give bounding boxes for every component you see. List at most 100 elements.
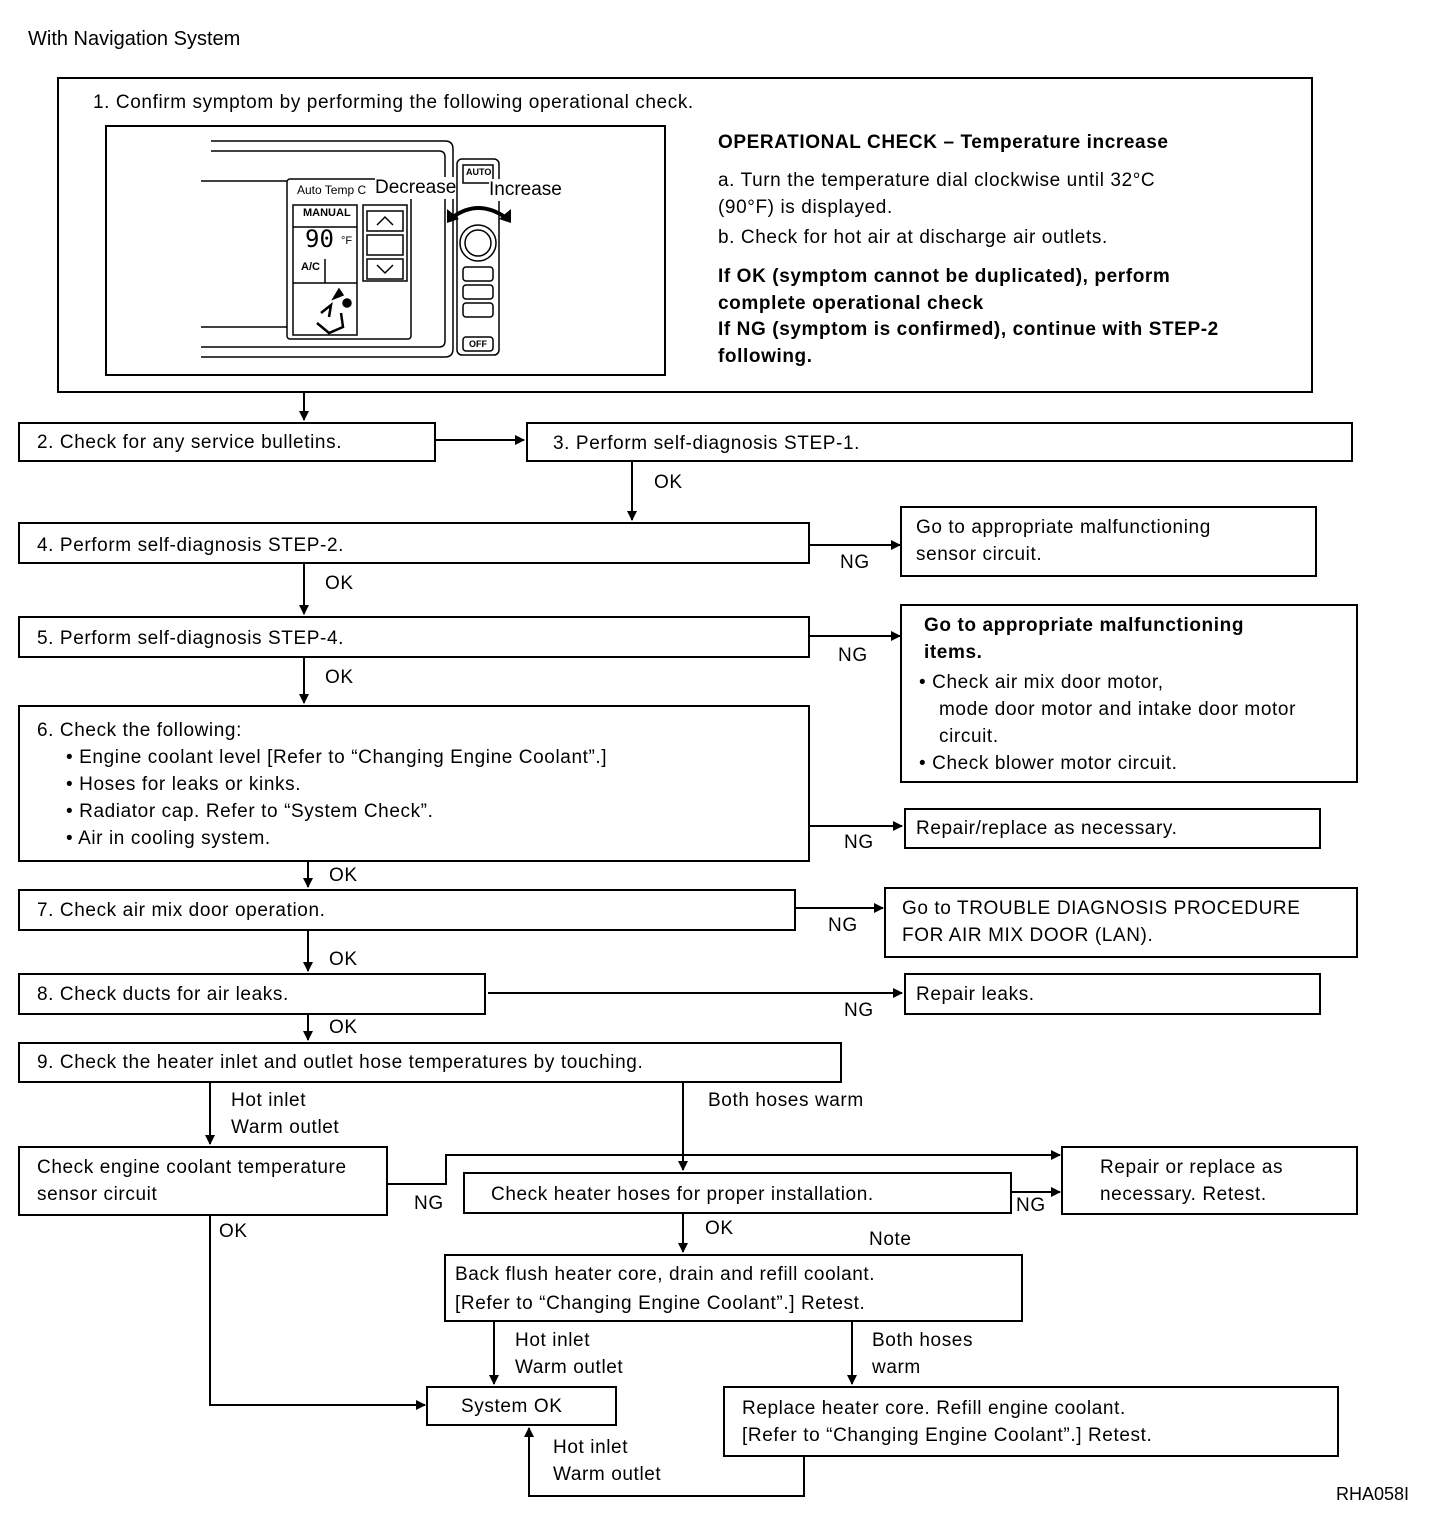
hoses-check-text: Check heater hoses for proper installati… [491, 1184, 874, 1205]
note-label: Note [869, 1229, 912, 1250]
auto-temp-label: Auto Temp C [297, 183, 367, 197]
hot-inlet-label-replace: Hot inlet [553, 1437, 629, 1458]
warm-outlet-label-9: Warm outlet [231, 1117, 340, 1138]
temperature-display: 90 [305, 225, 334, 253]
ng-label-8: NG [844, 1000, 874, 1021]
result-6-text: Repair/replace as necessary. [916, 818, 1178, 839]
temperature-unit: °F [341, 235, 353, 247]
step-5-text: 5. Perform self-diagnosis STEP-4. [37, 628, 345, 649]
check-step-b: b. Check for hot air at discharge air ou… [718, 227, 1108, 248]
figure-id: RHA058I [1336, 1484, 1410, 1504]
ok-label-8: OK [329, 1017, 358, 1038]
back-flush-line1: Back flush heater core, drain and refill… [455, 1264, 876, 1285]
step-8-text: 8. Check ducts for air leaks. [37, 984, 289, 1005]
step-2-text: 2. Check for any service bulletins. [37, 432, 343, 453]
ok-label-coolant: OK [219, 1221, 248, 1242]
result-4-line1: Go to appropriate malfunctioning [916, 517, 1211, 538]
step-3-box: 3. Perform self-diagnosis STEP-1. [526, 422, 1353, 462]
result-7-box: Go to TROUBLE DIAGNOSIS PROCEDURE FOR AI… [884, 887, 1358, 958]
step-4-text: 4. Perform self-diagnosis STEP-2. [37, 535, 345, 556]
result-7-line1: Go to TROUBLE DIAGNOSIS PROCEDURE [902, 898, 1301, 919]
arrow-replace-to-ok [524, 1427, 805, 1497]
check-step-a-line1: a. Turn the temperature dial clockwise u… [718, 170, 1156, 191]
result-8-box: Repair leaks. [904, 973, 1321, 1015]
result-5-line2: items. [924, 642, 983, 663]
hoses-check-box: Check heater hoses for proper installati… [463, 1172, 1012, 1214]
result-4-line2: sensor circuit. [916, 544, 1043, 565]
arrow-coolant-ng [388, 1150, 1061, 1185]
if-ok-line1: If OK (symptom cannot be duplicated), pe… [718, 266, 1171, 287]
ac-label: A/C [301, 261, 320, 273]
ng-label-6: NG [844, 832, 874, 853]
step-9-text: 9. Check the heater inlet and outlet hos… [37, 1052, 644, 1073]
off-button-label: OFF [469, 339, 487, 349]
hot-inlet-label-9: Hot inlet [231, 1090, 307, 1111]
page-title: With Navigation System [28, 28, 241, 50]
result-5-line1: Go to appropriate malfunctioning [924, 615, 1245, 636]
decrease-label: Decrease [375, 177, 457, 199]
operational-check-title: OPERATIONAL CHECK – Temperature increase [718, 132, 1169, 153]
back-flush-box: Back flush heater core, drain and refill… [444, 1254, 1023, 1322]
step-6-item: • Radiator cap. Refer to “System Check”. [66, 801, 434, 822]
step-6-item: • Air in cooling system. [66, 828, 271, 849]
ng-label-hoses: NG [1016, 1195, 1046, 1216]
coolant-sensor-line1: Check engine coolant temperature [37, 1157, 347, 1178]
increase-label: Increase [489, 179, 562, 201]
step-5-box: 5. Perform self-diagnosis STEP-4. [18, 616, 810, 658]
result-7-line2: FOR AIR MIX DOOR (LAN). [902, 925, 1154, 946]
check-step-a-line2: (90°F) is displayed. [718, 197, 893, 218]
arrow-coolant-ok [209, 1216, 426, 1410]
step-3-text: 3. Perform self-diagnosis STEP-1. [553, 433, 861, 454]
ng-label-4: NG [840, 552, 870, 573]
result-5-line6: • Check blower motor circuit. [919, 753, 1178, 774]
control-panel-illustration: Auto Temp C MANUAL 90 °F A/C AUTO OFF De… [105, 125, 666, 376]
result-5-line5: circuit. [939, 726, 999, 747]
if-ng-line1: If NG (symptom is confirmed), continue w… [718, 319, 1219, 340]
both-hoses-warm-label-9: Both hoses warm [708, 1090, 864, 1111]
repair-retest-box: Repair or replace as necessary. Retest. [1061, 1146, 1358, 1215]
result-5-box: Go to appropriate malfunctioning items. … [900, 604, 1358, 783]
coolant-sensor-line2: sensor circuit [37, 1184, 158, 1205]
repair-retest-line1: Repair or replace as [1100, 1157, 1284, 1178]
hot-inlet-label-flush: Hot inlet [515, 1330, 591, 1351]
ng-label-7: NG [828, 915, 858, 936]
step-7-text: 7. Check air mix door operation. [37, 900, 326, 921]
repair-retest-line2: necessary. Retest. [1100, 1184, 1267, 1205]
ok-label-4: OK [325, 573, 354, 594]
step-2-box: 2. Check for any service bulletins. [18, 422, 436, 462]
warm-outlet-label-replace: Warm outlet [553, 1464, 662, 1485]
step-6-box: 6. Check the following: • Engine coolant… [18, 705, 810, 862]
system-ok-text: System OK [461, 1396, 563, 1417]
manual-label: MANUAL [303, 207, 351, 219]
step-6-title: 6. Check the following: [37, 720, 242, 741]
step-9-box: 9. Check the heater inlet and outlet hos… [18, 1042, 842, 1083]
replace-heater-core-box: Replace heater core. Refill engine coola… [723, 1386, 1339, 1457]
if-ok-line2: complete operational check [718, 293, 984, 314]
replace-heater-core-line2: [Refer to “Changing Engine Coolant”.] Re… [742, 1425, 1153, 1446]
step-7-box: 7. Check air mix door operation. [18, 889, 796, 931]
step-6-item: • Engine coolant level [Refer to “Changi… [66, 747, 608, 768]
result-4-box: Go to appropriate malfunctioning sensor … [900, 506, 1317, 577]
if-ng-line2: following. [718, 346, 813, 367]
ng-label-coolant: NG [414, 1193, 444, 1214]
result-5-line4: mode door motor and intake door motor [939, 699, 1296, 720]
warm-outlet-label-flush: Warm outlet [515, 1357, 624, 1378]
step-1-title: 1. Confirm symptom by performing the fol… [93, 92, 694, 113]
step-1-box: 1. Confirm symptom by performing the fol… [57, 77, 1313, 393]
ok-label-5: OK [325, 667, 354, 688]
result-6-box: Repair/replace as necessary. [904, 808, 1321, 849]
ok-label-hoses: OK [705, 1218, 734, 1239]
control-panel-drawing [201, 140, 511, 358]
system-ok-box: System OK [426, 1386, 617, 1426]
coolant-sensor-box: Check engine coolant temperature sensor … [18, 1146, 388, 1216]
step-6-item: • Hoses for leaks or kinks. [66, 774, 302, 795]
ok-label-7: OK [329, 949, 358, 970]
result-8-text: Repair leaks. [916, 984, 1035, 1005]
warm-label-flush: warm [872, 1357, 921, 1378]
step-8-box: 8. Check ducts for air leaks. [18, 973, 486, 1015]
back-flush-line2: [Refer to “Changing Engine Coolant”.] Re… [455, 1293, 866, 1314]
ok-label-3: OK [654, 472, 683, 493]
step-4-box: 4. Perform self-diagnosis STEP-2. [18, 522, 810, 564]
ok-label-6: OK [329, 865, 358, 886]
